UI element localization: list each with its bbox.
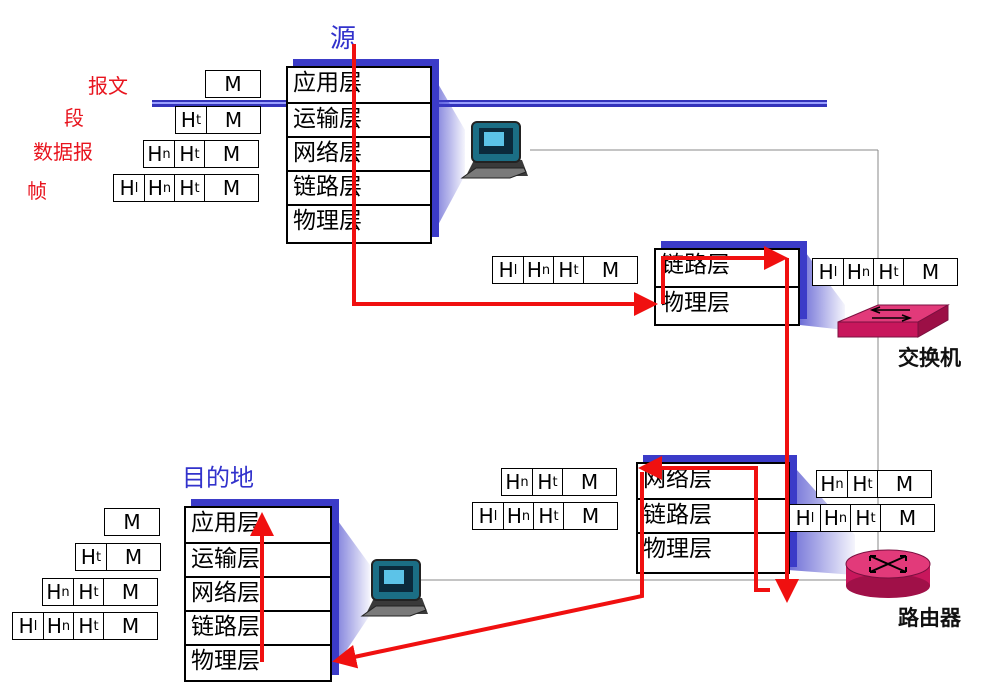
message-cell: M [583,257,637,283]
stack-projection [800,245,845,330]
router-icon [845,549,931,598]
message-cell: M [880,505,934,531]
packet-headers: M [205,70,261,98]
router-label: 路由器 [898,606,961,630]
physical-layer: 物理层 [186,644,330,678]
switch-icon [837,304,950,338]
physical-layer: 物理层 [638,532,788,570]
message-cell: M [206,107,260,133]
stack-projection [330,510,370,675]
link-layer: 链路层 [638,498,788,532]
message-cell: M [103,579,157,605]
physical-layer: 物理层 [288,204,430,240]
transport-layer: 运输层 [288,102,430,136]
message-cell: M [103,613,157,639]
message-cell: M [204,141,258,167]
frame-label: 帧 [27,179,47,203]
computer-icon [460,121,528,179]
application-layer: 应用层 [191,510,260,536]
computer-icon [360,559,428,617]
transport-layer: 运输层 [186,542,330,576]
network-layer: 网络层 [288,136,430,170]
message-cell: M [563,503,617,529]
message-cell: M [562,469,616,495]
network-layer: 网络层 [186,576,330,610]
destination-protocol-stack: 应用层 运输层 网络层 链路层 物理层 [184,506,332,682]
switch-protocol-stack: 链路层 物理层 [654,248,800,326]
message-cell: M [106,544,160,570]
source-protocol-stack: 应用层 运输层 网络层 链路层 物理层 [286,66,432,244]
switch-label: 交换机 [898,346,961,370]
message-cell: M [123,510,141,534]
physical-layer: 物理层 [656,286,798,322]
application-layer: 应用层 [293,70,362,96]
source-title: 源 [330,24,357,54]
link-layer: 链路层 [661,252,730,278]
link-layer: 链路层 [186,610,330,644]
message-cell: M [224,72,242,96]
packet-headers: M [104,508,160,536]
link-layer: 链路层 [288,170,430,204]
stack-projection [430,70,465,240]
message-label: 报文 [88,74,128,98]
network-layer: 网络层 [643,466,712,492]
destination-title: 目的地 [182,464,254,492]
router-protocol-stack: 网络层 链路层 物理层 [636,462,790,574]
message-cell: M [903,259,957,285]
message-cell: M [877,471,931,497]
datagram-label: 数据报 [33,140,93,164]
message-cell: M [204,175,258,201]
segment-label: 段 [64,106,84,130]
